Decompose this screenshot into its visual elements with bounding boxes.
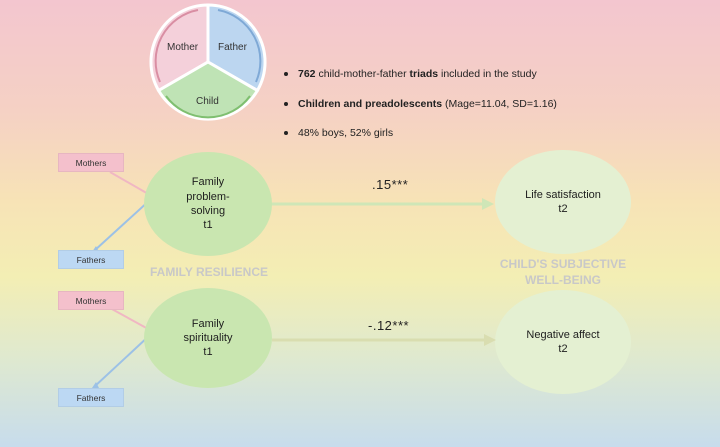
bullet-sample-size: 762 child-mother-father triads included … — [284, 68, 537, 80]
fathers-box-2: Fathers — [58, 388, 124, 407]
mothers-connector-1 — [109, 171, 151, 196]
mothers-box-2: Mothers — [58, 291, 124, 310]
life-satisfaction-label: Life satisfaction t2 — [525, 188, 601, 215]
child-label: Child — [196, 96, 219, 107]
fathers-connector-1 — [93, 199, 151, 252]
bullet-gender: 48% boys, 52% girls — [284, 127, 393, 139]
spirituality-node — [144, 288, 272, 388]
fathers-connector-2 — [93, 334, 151, 388]
fathers-box-1: Fathers — [58, 250, 124, 269]
path-arrowhead-2 — [484, 334, 496, 346]
path-coefficient-2: -.12*** — [368, 318, 410, 333]
mothers-connector-2 — [109, 307, 151, 331]
path-coefficient-1: .15*** — [372, 177, 409, 192]
father-label: Father — [218, 42, 247, 53]
bullet-age: Children and preadolescents (Mage=11.04,… — [284, 98, 557, 110]
negative-affect-label: Negative affect t2 — [526, 328, 600, 355]
subjective-wellbeing-heading: CHILD'S SUBJECTIVE WELL-BEING — [499, 257, 627, 288]
child-cycle-arrow — [165, 95, 251, 119]
mothers-box-1: Mothers — [58, 153, 124, 172]
bullet-dot — [284, 131, 288, 136]
family-resilience-heading: FAMILY RESILIENCE — [149, 265, 269, 279]
problem-solving-node — [144, 152, 272, 256]
problem-solving-label: Family problem- solving t1 — [186, 176, 230, 232]
child-segment — [156, 60, 260, 121]
life-satisfaction-node — [495, 150, 631, 254]
negative-affect-node — [495, 290, 631, 394]
path-arrowhead-1 — [482, 198, 494, 210]
mother-label: Mother — [167, 42, 199, 53]
triad-circle — [149, 3, 267, 121]
spirituality-label: Family spirituality t1 — [183, 317, 233, 359]
mother-cycle-arrow — [154, 9, 199, 83]
bullet-dot — [284, 72, 288, 77]
bullet-dot — [284, 102, 288, 107]
father-cycle-arrow — [217, 9, 262, 83]
